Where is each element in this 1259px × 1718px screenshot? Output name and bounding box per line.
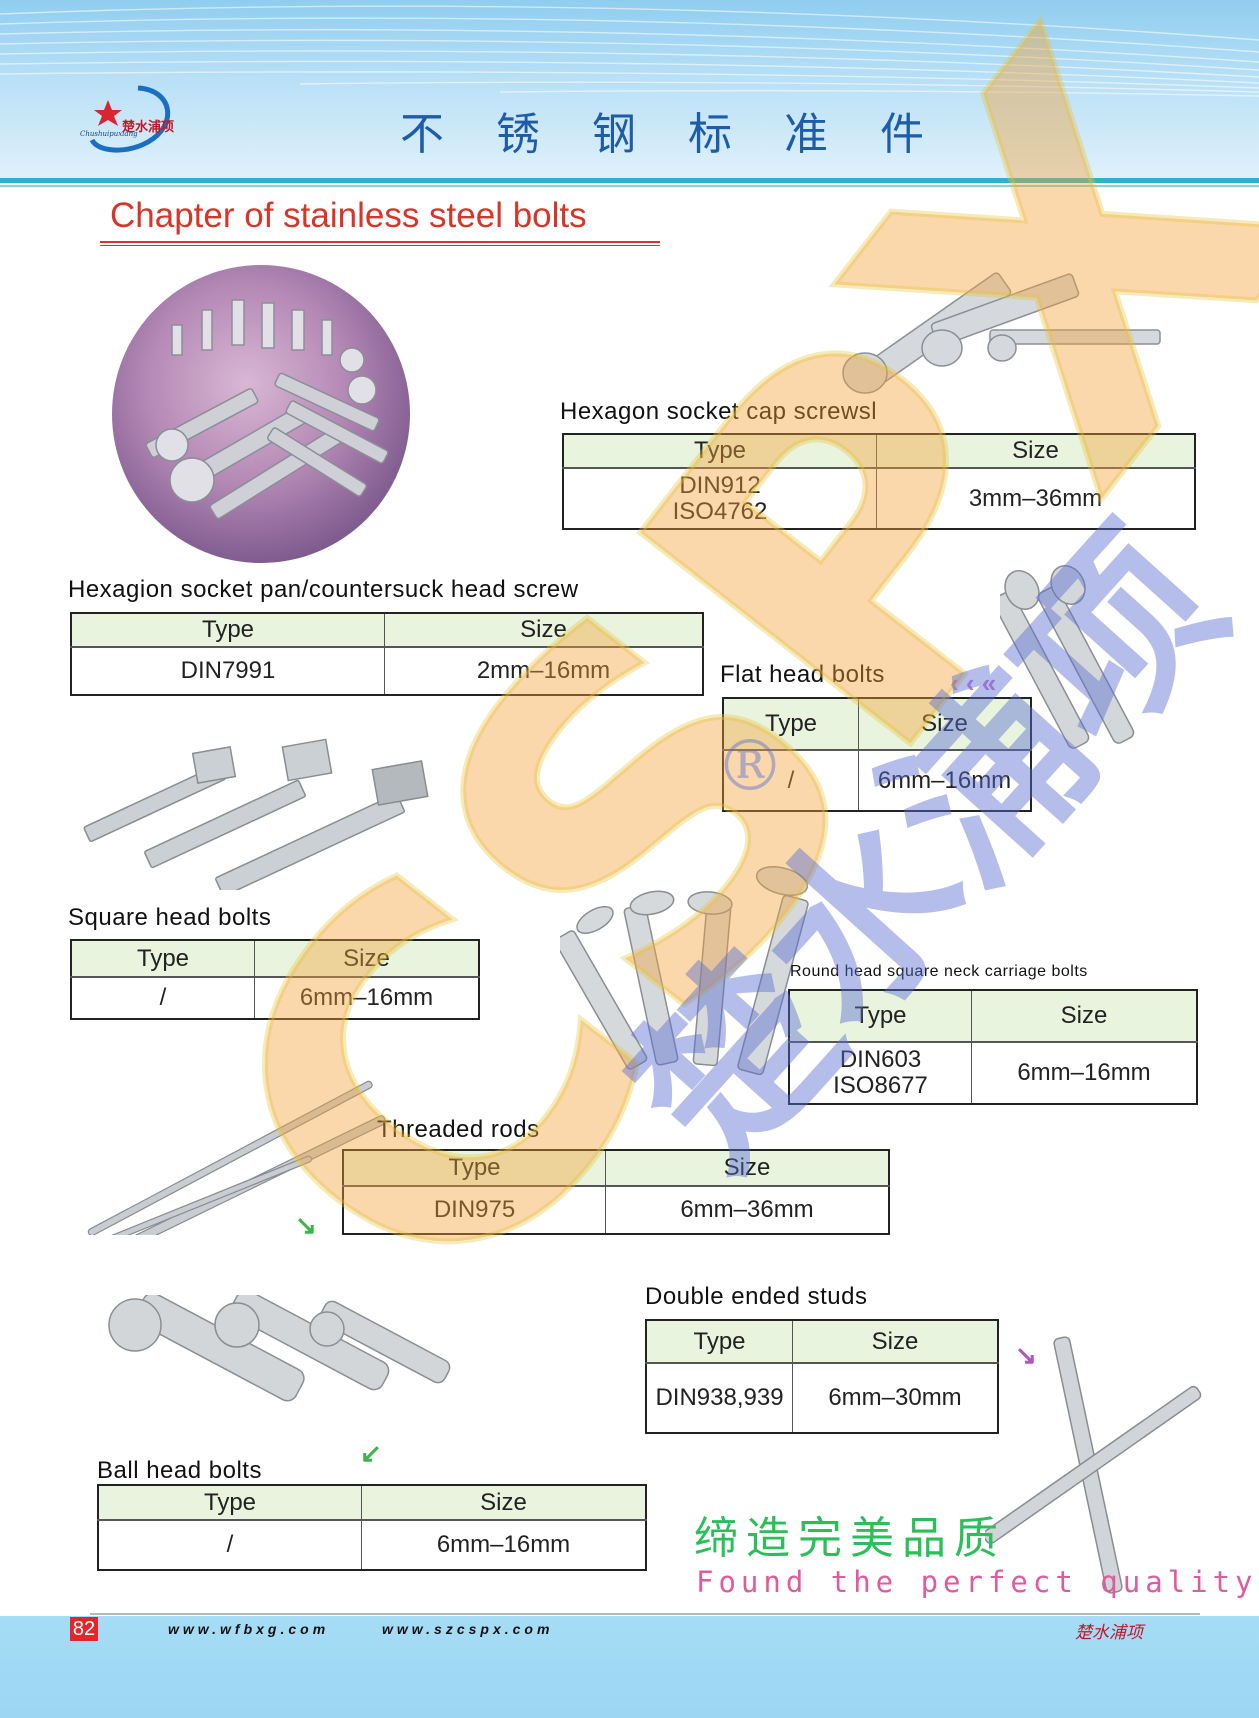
square-head-bolts-photo <box>83 738 429 890</box>
type-line-1: DIN912 <box>679 471 761 499</box>
type-header: Type <box>722 697 859 751</box>
arrow-down-left-icon: ↙ <box>360 1438 382 1468</box>
footer-band <box>0 1616 1259 1718</box>
type-cell: / <box>722 749 859 812</box>
hex-cap-screws-photo <box>842 272 1161 394</box>
slogan-en: Found the perfect quality <box>696 1565 1258 1599</box>
type-cell: / <box>70 976 255 1020</box>
logo-brand-cn: 楚水浦项 <box>122 120 175 135</box>
type-cell: DIN975 <box>342 1185 606 1235</box>
header-rule-thin <box>0 185 1259 187</box>
type-cell: DIN603 ISO8677 <box>788 1041 972 1105</box>
type-header: Type <box>645 1319 793 1364</box>
carriage-table: Type Size DIN603 ISO8677 6mm–16mm <box>788 989 1198 1105</box>
header-banner <box>0 0 1259 178</box>
header-wave-lines <box>0 5 1259 97</box>
threaded-rods-title: Threaded rods <box>377 1116 540 1143</box>
size-cell: 6mm–16mm <box>254 976 480 1020</box>
ball-head-bolts-photo <box>108 1295 451 1402</box>
size-header: Size <box>858 697 1032 751</box>
size-header: Size <box>254 939 480 978</box>
double-studs-table: Type Size DIN938,939 6mm–30mm <box>645 1319 999 1434</box>
size-header: Size <box>971 989 1198 1043</box>
type-cell: DIN912 ISO4762 <box>562 467 877 530</box>
ball-head-title: Ball head bolts <box>97 1457 262 1484</box>
type-cell: DIN7991 <box>70 646 385 696</box>
type-line-2: ISO8677 <box>833 1072 928 1099</box>
footer-url-2[interactable]: www.szcspx.com <box>382 1621 554 1637</box>
double-studs-title: Double ended studs <box>645 1283 868 1310</box>
type-header: Type <box>342 1149 606 1187</box>
footer-url-1[interactable]: www.wfbxg.com <box>168 1621 330 1637</box>
size-cell: 6mm–16mm <box>971 1041 1198 1105</box>
threaded-rods-table: Type Size DIN975 6mm–36mm <box>342 1149 890 1235</box>
pan-countersunk-title: Hexagion socket pan/countersuck head scr… <box>68 576 579 603</box>
size-cell: 6mm–16mm <box>858 749 1032 812</box>
size-header: Size <box>792 1319 999 1364</box>
page-number: 82 <box>70 1617 98 1641</box>
flat-head-bolts-photo <box>1000 565 1135 749</box>
type-header: Type <box>97 1484 362 1521</box>
flat-head-table: Type Size / 6mm–16mm <box>722 697 1032 812</box>
double-ended-studs-photo <box>985 1336 1202 1594</box>
header-rule <box>0 178 1259 183</box>
size-cell: 6mm–36mm <box>605 1185 890 1235</box>
size-cell: 6mm–16mm <box>361 1519 647 1571</box>
pan-countersunk-table: Type Size DIN7991 2mm–16mm <box>70 612 704 696</box>
square-head-title: Square head bolts <box>68 904 272 931</box>
hex-cap-table: Type Size DIN912 ISO4762 3mm–36mm <box>562 433 1196 530</box>
type-header: Type <box>70 612 385 648</box>
type-header: Type <box>788 989 972 1043</box>
chapter-underline-thin <box>100 245 660 246</box>
ball-head-table: Type Size / 6mm–16mm <box>97 1484 647 1571</box>
company-logo <box>89 85 171 153</box>
arrow-down-right-icon: ↘ <box>295 1210 317 1240</box>
type-line-1: DIN603 <box>839 1046 922 1073</box>
arrows-decoration-icon: ‹ ‹ « <box>950 668 997 698</box>
size-cell: 2mm–16mm <box>384 646 704 696</box>
slogan-cn: 缔造完美品质 <box>694 1513 1006 1564</box>
size-cell: 3mm–36mm <box>876 467 1196 530</box>
type-cell: DIN938,939 <box>645 1362 793 1434</box>
flat-head-title: Flat head bolts <box>720 661 885 688</box>
chapter-underline <box>100 241 660 243</box>
footer-rule <box>90 1613 1200 1615</box>
size-header: Size <box>384 612 704 648</box>
hex-cap-title: Hexagon socket cap screwsl <box>560 398 878 425</box>
type-header: Type <box>562 433 877 469</box>
size-cell: 6mm–30mm <box>792 1362 999 1434</box>
carriage-bolts-photo <box>560 866 809 1075</box>
assorted-bolts-photo <box>112 265 410 563</box>
logo-brand-en: Chushuipuxiang <box>80 130 138 138</box>
type-cell: / <box>97 1519 362 1571</box>
square-head-table: Type Size / 6mm–16mm <box>70 939 480 1020</box>
size-header: Size <box>876 433 1196 469</box>
size-header: Size <box>605 1149 890 1187</box>
page-title: 不锈钢标准件 <box>400 109 976 160</box>
threaded-rods-photo <box>87 1080 387 1235</box>
arrow-down-right-purple-icon: ↘ <box>1015 1340 1037 1370</box>
chapter-title: Chapter of stainless steel bolts <box>110 196 587 235</box>
footer-brand: 楚水浦项 <box>1075 1623 1143 1643</box>
type-header: Type <box>70 939 255 978</box>
carriage-title: Round head square neck carriage bolts <box>790 963 1088 980</box>
size-header: Size <box>361 1484 647 1521</box>
type-line-2: ISO4762 <box>672 497 768 525</box>
